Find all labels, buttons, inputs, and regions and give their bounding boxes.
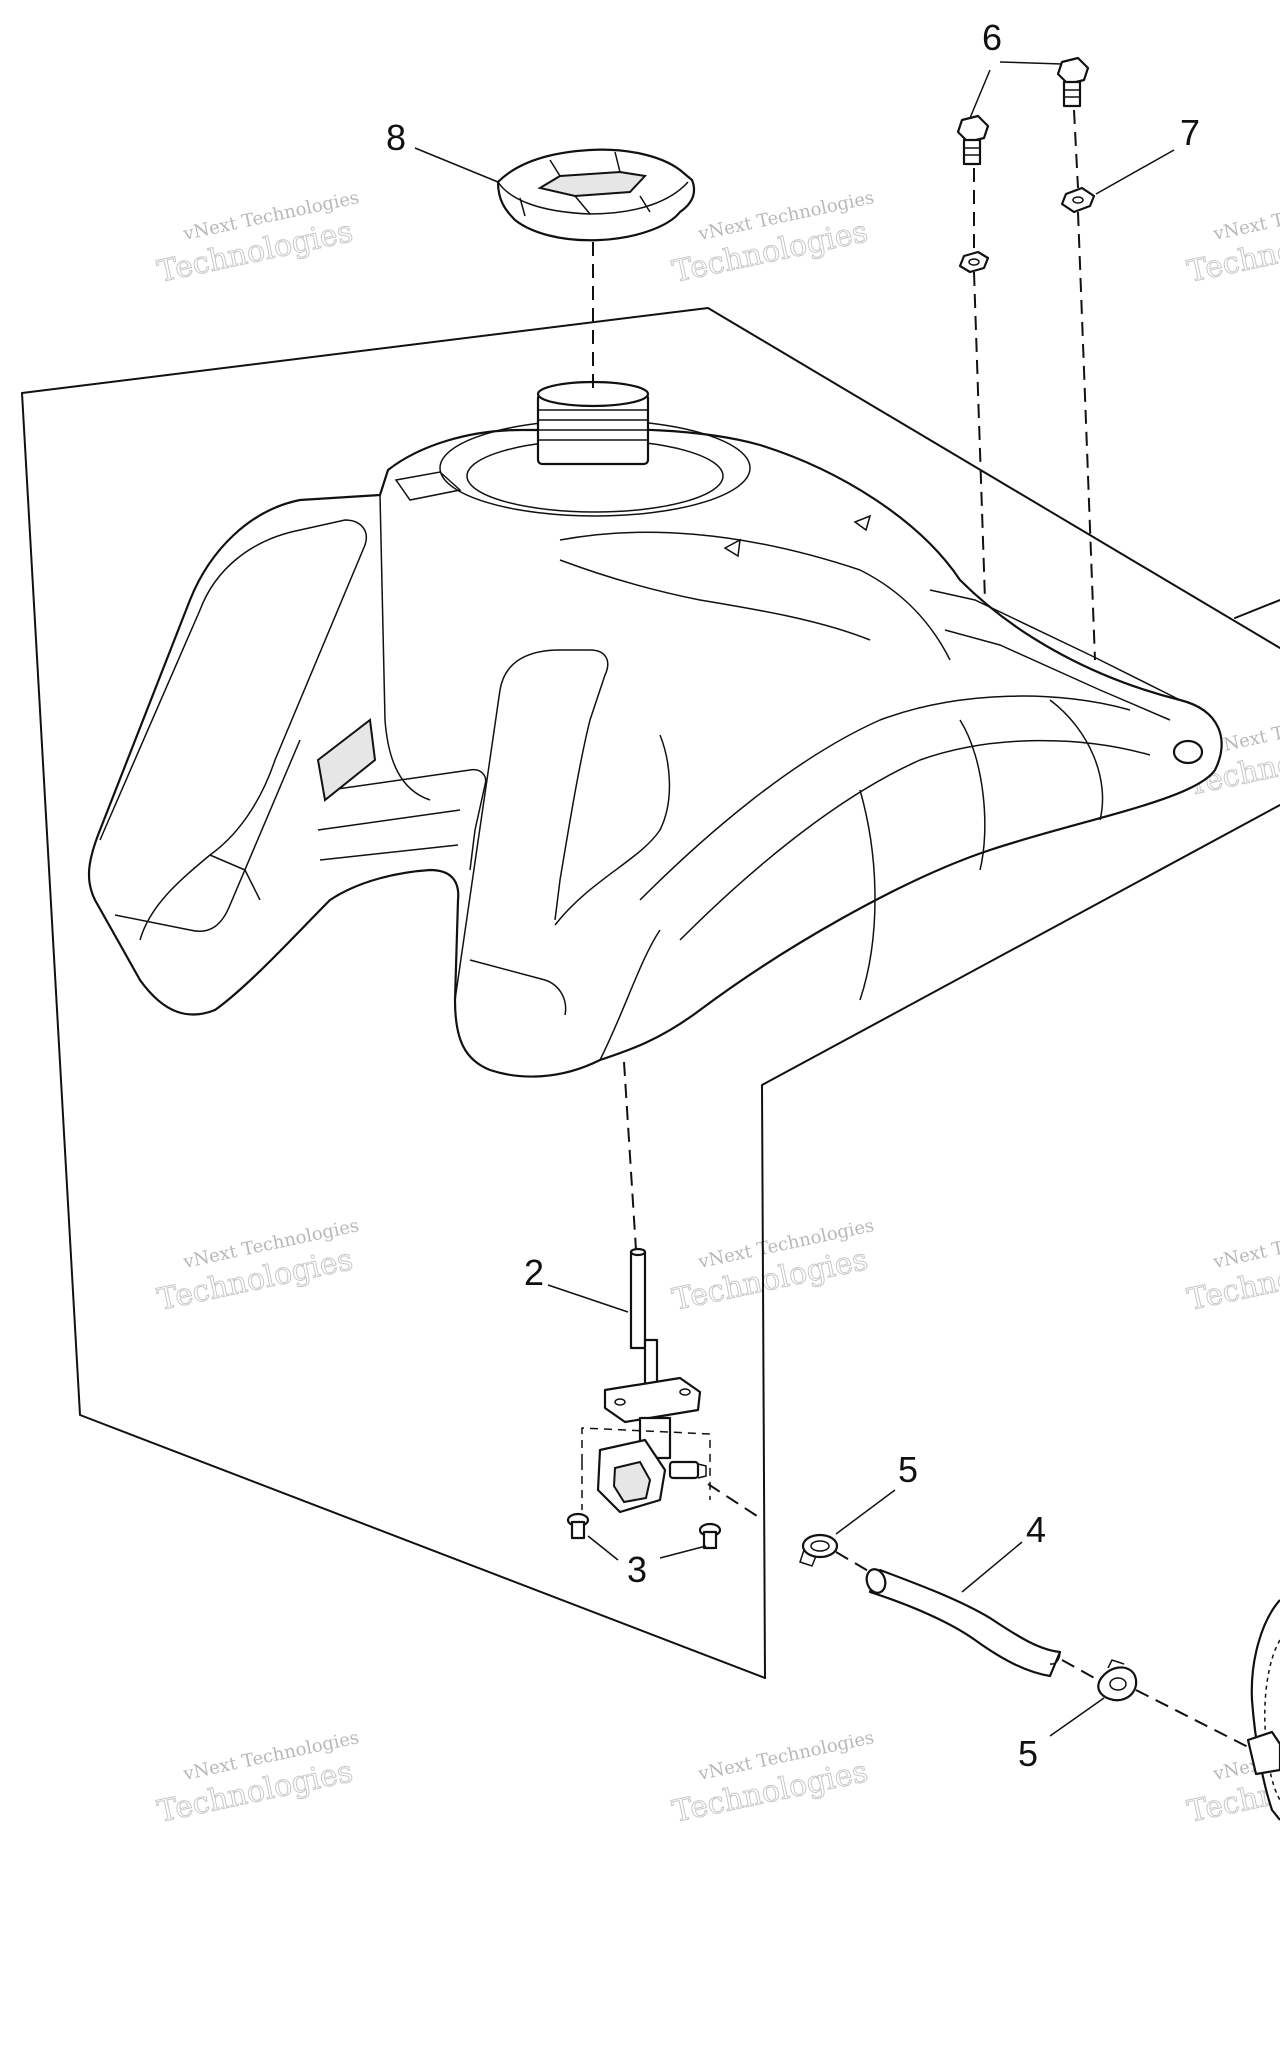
hose-clamp — [1097, 1659, 1138, 1702]
fuel-valve — [596, 1247, 707, 1514]
watermark: Technologies vNext Technologies — [154, 1215, 361, 1318]
watermark: Technologies vNext Technologies — [154, 187, 361, 290]
watermark: Technologies vNext Technologies — [669, 187, 876, 290]
leader-lines — [414, 61, 1175, 1737]
fuel-hose — [865, 1568, 1062, 1678]
fuel-tank — [87, 380, 1223, 1078]
callout-5-upper: 5 — [898, 1449, 918, 1490]
watermark: Technologies vNext Technologies — [154, 1727, 361, 1830]
valve-screw — [698, 1522, 722, 1550]
frame-panel-outline — [21, 307, 1280, 1679]
fuel-cap — [496, 148, 696, 242]
callout-6: 6 — [982, 17, 1002, 58]
callout-8: 8 — [386, 117, 406, 158]
callout-labels: 8 6 7 2 3 5 4 5 — [386, 17, 1200, 1774]
watermark: Technologies vNext Technologies — [669, 1215, 876, 1318]
callout-5-lower: 5 — [1018, 1733, 1038, 1774]
svg-text:vNext Technologies: vNext Technologies — [1211, 1215, 1280, 1273]
assembly-lines — [581, 109, 1251, 1749]
callout-2: 2 — [524, 1252, 544, 1293]
valve-screw — [566, 1512, 590, 1540]
callout-7: 7 — [1180, 112, 1200, 153]
watermark-layer: Technologies vNext Technologies Technolo… — [154, 187, 1280, 1830]
callout-4: 4 — [1026, 1509, 1046, 1550]
carburetor-partial — [1246, 1599, 1280, 1821]
mounting-bolt — [956, 114, 990, 166]
watermark: Technologies vNext Technologies — [1184, 1215, 1280, 1318]
mounting-bolt — [1056, 56, 1090, 108]
watermark: Technologies vNext Technologies — [1184, 187, 1280, 290]
hose-clamp — [799, 1533, 839, 1567]
washer — [1060, 186, 1096, 214]
watermark: Technologies vNext Technologies — [669, 1727, 876, 1830]
callout-3: 3 — [627, 1549, 647, 1590]
svg-text:vNext Technologies: vNext Technologies — [1211, 187, 1280, 245]
washer — [958, 250, 990, 274]
